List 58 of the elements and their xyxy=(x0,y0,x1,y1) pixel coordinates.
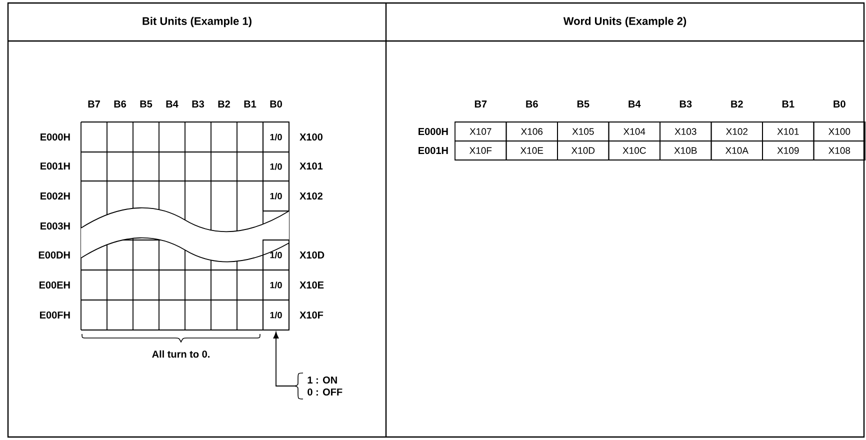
table-cell: X100 xyxy=(813,122,866,142)
bit-cell: 1/0 xyxy=(262,300,290,330)
table-cell: X107 xyxy=(454,122,507,142)
bit-label: B3 xyxy=(680,100,692,108)
table-cell: X10C xyxy=(608,140,660,160)
table-cell: X106 xyxy=(506,122,558,142)
bit-cell: 1/0 xyxy=(262,270,290,300)
address-label: E001H xyxy=(40,162,70,170)
table-cell: X10B xyxy=(660,140,712,160)
address-label: E00FH xyxy=(40,311,70,319)
bit-cell: 1/0 xyxy=(262,180,290,212)
bit-label: B6 xyxy=(114,100,126,108)
table-cell: X10A xyxy=(710,140,763,160)
bit-label: B6 xyxy=(526,100,538,108)
table-cell: X105 xyxy=(557,122,610,142)
address-label: E001H xyxy=(418,146,448,154)
bit-label: B0 xyxy=(834,100,846,108)
table-cell: X104 xyxy=(608,122,660,142)
address-label: E002H xyxy=(40,192,70,200)
bit-label: B2 xyxy=(731,100,743,108)
bit-label: B2 xyxy=(218,100,230,108)
bit-label: B4 xyxy=(166,100,178,108)
input-label: X10E xyxy=(300,281,324,289)
bit-label: B5 xyxy=(140,100,152,108)
address-label: E003H xyxy=(40,222,70,230)
bit-cell: 1/0 xyxy=(262,240,290,270)
table-cell: X10E xyxy=(506,140,558,160)
column-heading: Bit Units (Example 1) xyxy=(142,16,252,28)
address-label: E000H xyxy=(40,133,70,141)
note-text: All turn to 0. xyxy=(152,350,210,358)
input-label: X10F xyxy=(300,311,324,319)
table-cell: X101 xyxy=(762,122,814,142)
bit-label: B3 xyxy=(192,100,204,108)
bit-cell: 1/0 xyxy=(262,152,290,182)
bit-label: B7 xyxy=(88,100,100,108)
legend-text: 1 : ON 0 : OFF xyxy=(308,376,342,396)
input-label: X101 xyxy=(300,162,323,170)
input-label: X102 xyxy=(300,192,322,200)
input-label: X100 xyxy=(300,133,322,141)
bit-label: B1 xyxy=(782,100,794,108)
bit-label: B4 xyxy=(628,100,641,108)
table-cell: X108 xyxy=(813,140,866,160)
table-cell: X10D xyxy=(557,140,610,160)
column-heading: Word Units (Example 2) xyxy=(563,16,686,28)
table-cell: X10F xyxy=(454,140,507,160)
bit-label: B7 xyxy=(474,100,487,108)
table-cell: X102 xyxy=(710,122,763,142)
address-label: E00DH xyxy=(38,251,70,259)
bit-label: B0 xyxy=(270,100,282,108)
table-cell: X103 xyxy=(660,122,712,142)
bit-label: B1 xyxy=(244,100,256,108)
arrow xyxy=(273,332,296,386)
bit-cell: 1/0 xyxy=(262,122,290,152)
address-label: E000H xyxy=(418,128,448,136)
input-label: X10D xyxy=(300,251,324,259)
address-label: E00EH xyxy=(39,281,70,289)
table-cell: X109 xyxy=(762,140,814,160)
bit-label: B5 xyxy=(577,100,590,108)
